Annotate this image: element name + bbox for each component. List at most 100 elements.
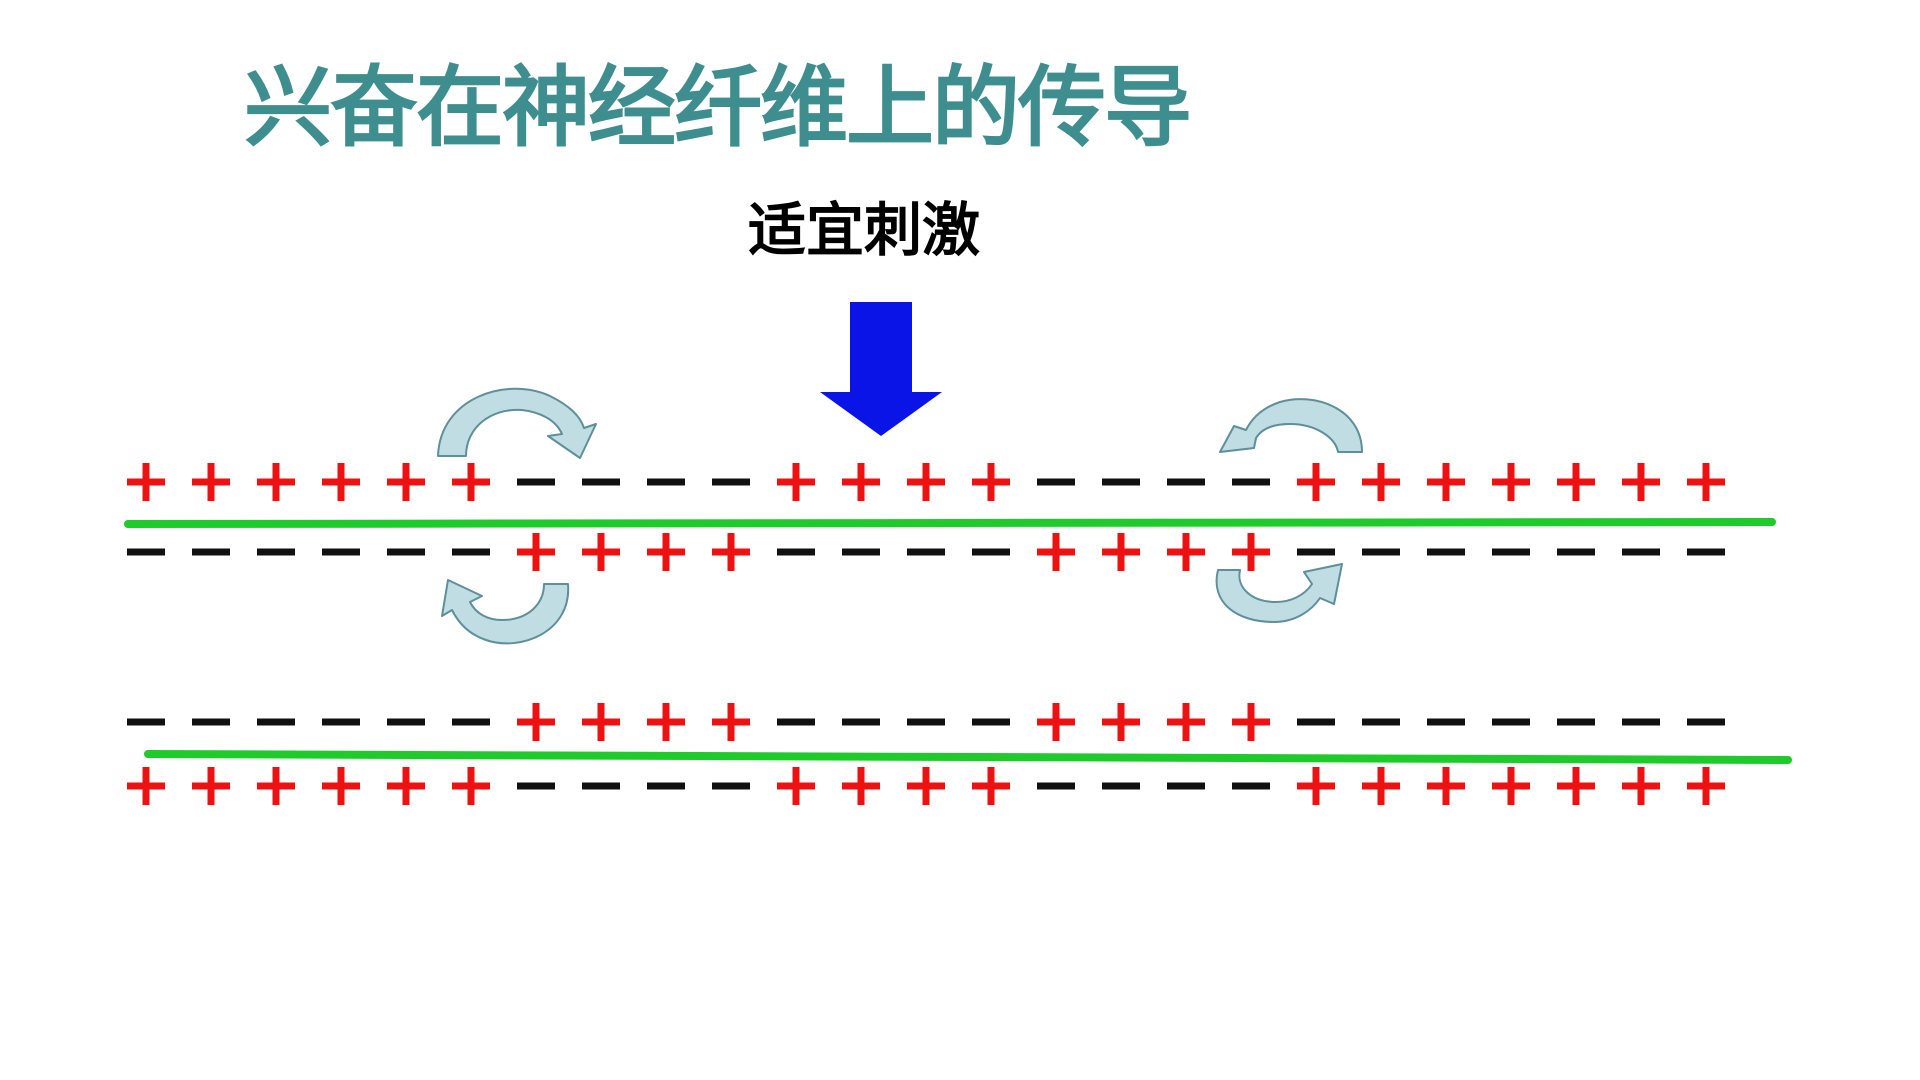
fiber-2-outer-negative-charge <box>1297 718 1335 726</box>
fiber-1-inner-positive-charge <box>712 533 750 571</box>
fiber-2-inner-negative-charge <box>712 782 750 790</box>
fiber-1-outer-positive-charge <box>1492 463 1530 501</box>
fiber-2-outer-negative-charge <box>777 718 815 726</box>
fiber-2-outer-negative-charge <box>907 718 945 726</box>
fiber-2-inner-positive-charge <box>192 767 230 805</box>
fiber-1-outer-negative-charge <box>712 478 750 486</box>
slide-title: 兴奋在神经纤维上的传导 <box>244 56 1192 159</box>
fiber-1-outer-positive-charge <box>257 463 295 501</box>
fiber-1-inner-positive-charge <box>582 533 620 571</box>
fiber-2-inner-positive-charge <box>257 767 295 805</box>
fiber-2-membrane <box>144 750 1792 764</box>
fiber-1-inner-negative-charge <box>322 548 360 556</box>
fiber-2-outer-negative-charge <box>972 718 1010 726</box>
fiber-1-inner-negative-charge <box>777 548 815 556</box>
fiber-1-inner-negative-charge <box>192 548 230 556</box>
lower-left-current-arrow-icon <box>441 579 570 645</box>
fiber-1-outer-positive-charge <box>1557 463 1595 501</box>
fiber-2-outer-positive-charge <box>517 703 555 741</box>
fiber-2-inner-negative-charge <box>1037 782 1075 790</box>
fiber-1-outer-positive-charge <box>322 463 360 501</box>
fiber-2-inner-negative-charge <box>517 782 555 790</box>
fiber-1-outer-negative-charge <box>647 478 685 486</box>
fiber-1-outer-negative-charge <box>1232 478 1270 486</box>
fiber-2-outer-negative-charge <box>127 718 165 726</box>
fiber-2-outer-negative-charge <box>842 718 880 726</box>
upper-left-current-arrow-icon <box>437 387 597 459</box>
fiber-2-outer-positive-charge <box>1232 703 1270 741</box>
fiber-1-outer-positive-charge <box>1297 463 1335 501</box>
fiber-2-outer-negative-charge <box>1557 718 1595 726</box>
fiber-1-outer-positive-charge <box>127 463 165 501</box>
fiber-1-inner-negative-charge <box>452 548 490 556</box>
fiber-2-inner-positive-charge <box>907 767 945 805</box>
fiber-2-outer-positive-charge <box>582 703 620 741</box>
fiber-1-inner-negative-charge <box>1427 548 1465 556</box>
fiber-1-inner-negative-charge <box>907 548 945 556</box>
fiber-2-outer-positive-charge <box>1102 703 1140 741</box>
fiber-2-outer-negative-charge <box>1362 718 1400 726</box>
fiber-1-inner-negative-charge <box>1622 548 1660 556</box>
fiber-1-outer-negative-charge <box>1037 478 1075 486</box>
upper-right-current-arrow-icon <box>1219 398 1363 453</box>
fiber-1-outer-negative-charge <box>1167 478 1205 486</box>
fiber-1-outer-positive-charge <box>1687 463 1725 501</box>
fiber-2-outer-positive-charge <box>647 703 685 741</box>
fiber-1-outer-positive-charge <box>1362 463 1400 501</box>
fiber-2-outer-negative-charge <box>1492 718 1530 726</box>
fiber-2-outer-negative-charge <box>192 718 230 726</box>
fiber-1-inner-positive-charge <box>1232 533 1270 571</box>
fiber-2-inner-negative-charge <box>1232 782 1270 790</box>
fiber-2-outer-positive-charge <box>1037 703 1075 741</box>
fiber-2-outer-negative-charge <box>387 718 425 726</box>
fiber-1-inner-positive-charge <box>647 533 685 571</box>
fiber-1-outer-negative-charge <box>517 478 555 486</box>
fiber-2-inner-positive-charge <box>322 767 360 805</box>
stimulus-down-arrow-icon <box>820 302 942 436</box>
fiber-2-inner-positive-charge <box>842 767 880 805</box>
fiber-2-inner-negative-charge <box>1102 782 1140 790</box>
fiber-1-inner-negative-charge <box>257 548 295 556</box>
fiber-1-inner-negative-charge <box>1492 548 1530 556</box>
fiber-2-outer-negative-charge <box>1622 718 1660 726</box>
fiber-2-outer-negative-charge <box>452 718 490 726</box>
fiber-1-inner-negative-charge <box>1557 548 1595 556</box>
fiber-2-inner-positive-charge <box>1687 767 1725 805</box>
fiber-1-outer-positive-charge <box>972 463 1010 501</box>
fiber-1-inner-negative-charge <box>127 548 165 556</box>
fiber-2-inner-positive-charge <box>1362 767 1400 805</box>
fiber-1-inner-negative-charge <box>1362 548 1400 556</box>
fiber-2-inner-positive-charge <box>452 767 490 805</box>
fiber-2-outer-negative-charge <box>322 718 360 726</box>
fiber-1-outer-positive-charge <box>1622 463 1660 501</box>
fiber-1-outer-positive-charge <box>1427 463 1465 501</box>
fiber-2-inner-positive-charge <box>777 767 815 805</box>
fiber-2-inner-positive-charge <box>1492 767 1530 805</box>
fiber-1-outer-positive-charge <box>842 463 880 501</box>
fiber-1-membrane <box>124 518 1776 528</box>
fiber-1-outer-positive-charge <box>192 463 230 501</box>
lower-right-current-arrow-icon <box>1215 563 1343 623</box>
fiber-2-inner-positive-charge <box>1297 767 1335 805</box>
fiber-2-outer-positive-charge <box>1167 703 1205 741</box>
fiber-1-inner-negative-charge <box>1297 548 1335 556</box>
fiber-2-inner-negative-charge <box>647 782 685 790</box>
fiber-2-inner-positive-charge <box>972 767 1010 805</box>
fiber-1-outer-positive-charge <box>907 463 945 501</box>
fiber-1-inner-negative-charge <box>387 548 425 556</box>
fiber-2-outer-negative-charge <box>1687 718 1725 726</box>
stimulus-label: 适宜刺激 <box>748 196 981 264</box>
fiber-1-outer-negative-charge <box>1102 478 1140 486</box>
fiber-2-outer-negative-charge <box>257 718 295 726</box>
fiber-1-outer-positive-charge <box>387 463 425 501</box>
fiber-2-inner-positive-charge <box>387 767 425 805</box>
fiber-1-outer-positive-charge <box>452 463 490 501</box>
fiber-1-inner-negative-charge <box>1687 548 1725 556</box>
fiber-2-inner-negative-charge <box>1167 782 1205 790</box>
fiber-2-outer-negative-charge <box>1427 718 1465 726</box>
fiber-1-inner-negative-charge <box>842 548 880 556</box>
fiber-1-outer-positive-charge <box>777 463 815 501</box>
fiber-1-outer-negative-charge <box>582 478 620 486</box>
fiber-2-inner-positive-charge <box>1557 767 1595 805</box>
